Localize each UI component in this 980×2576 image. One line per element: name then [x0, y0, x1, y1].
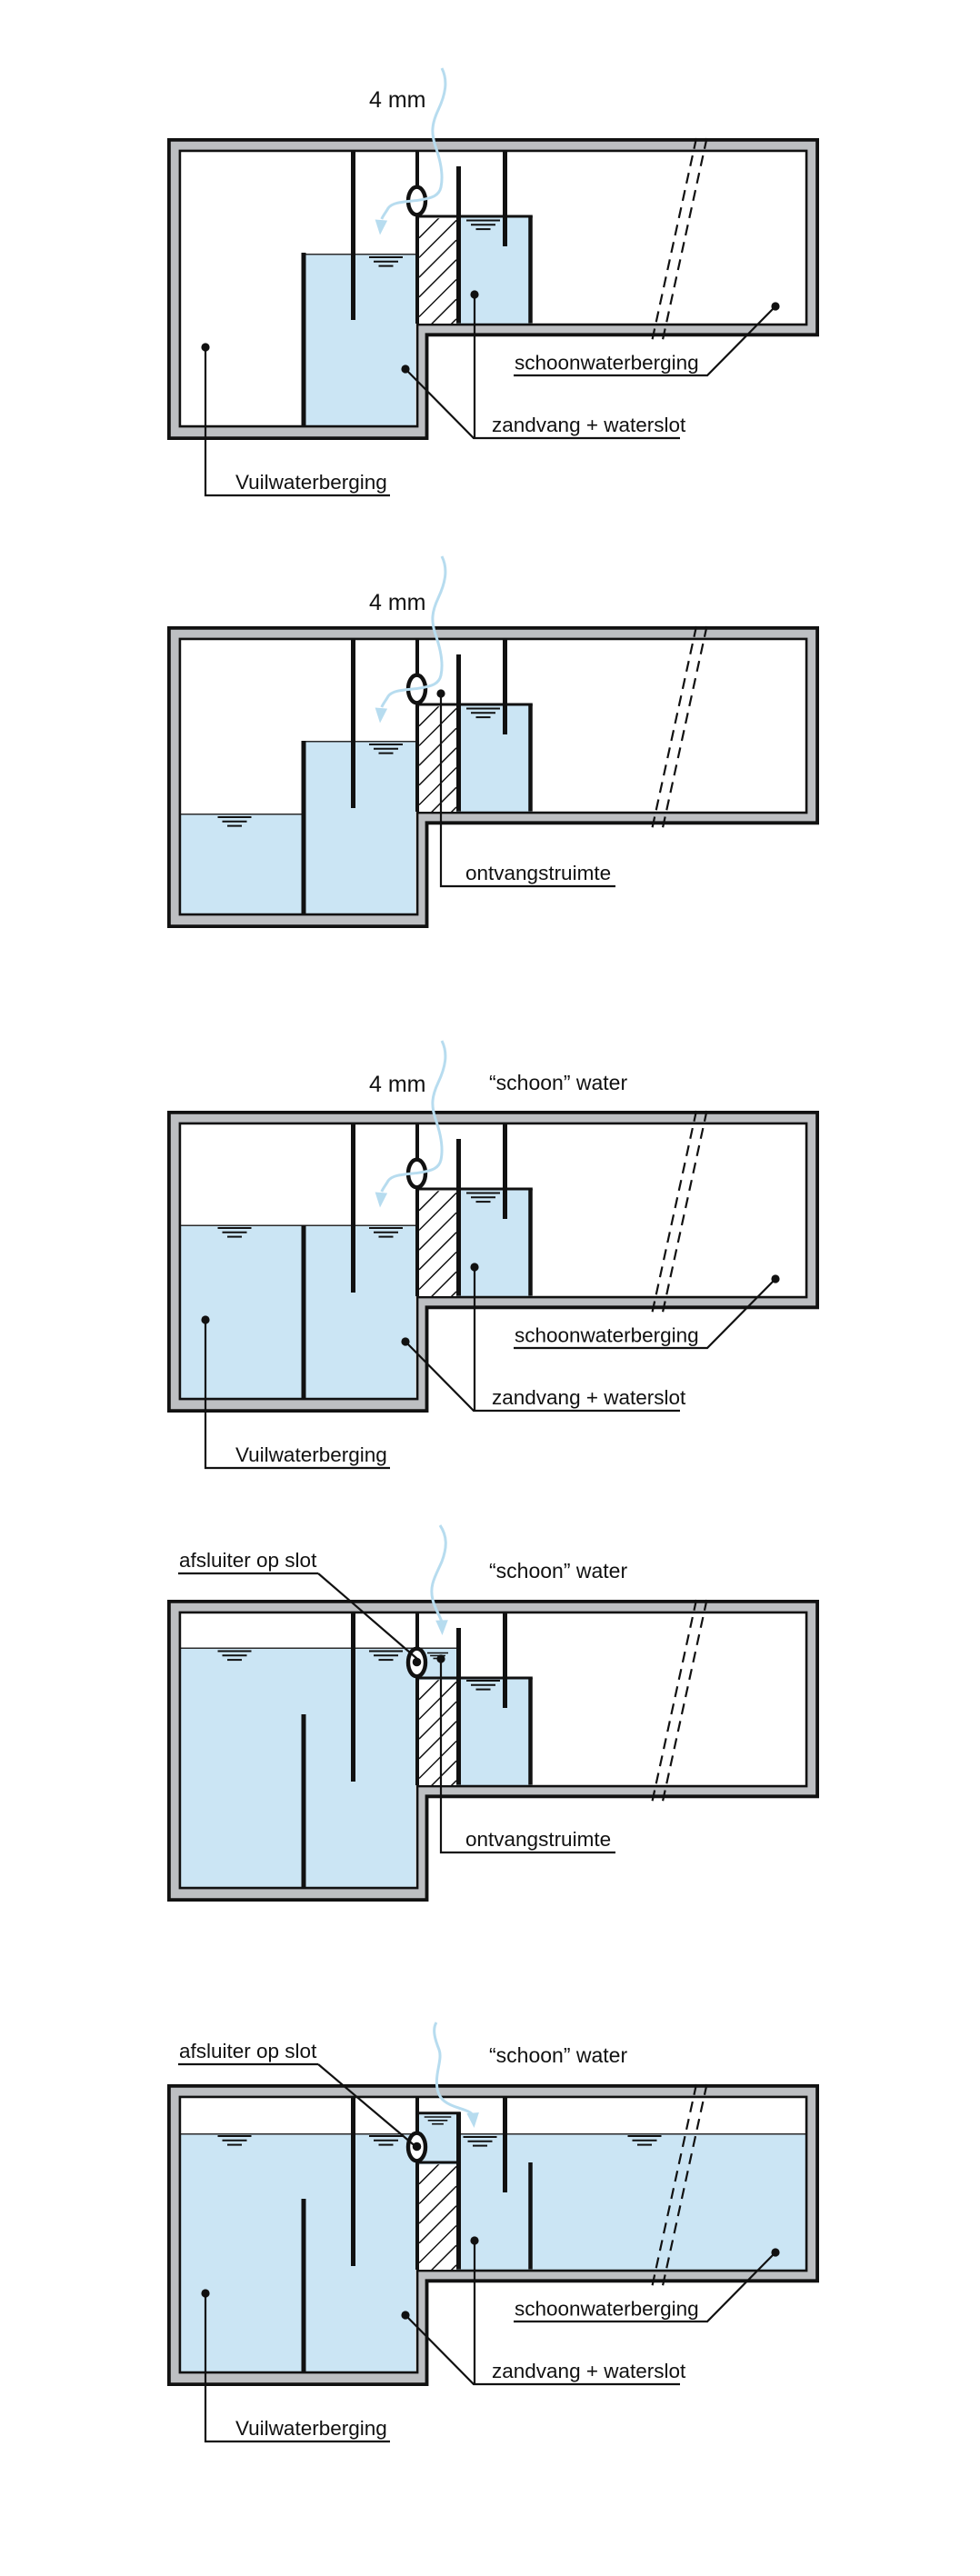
svg-text:4 mm: 4 mm [369, 1072, 426, 1097]
svg-text:afsluiter op slot: afsluiter op slot [179, 2040, 317, 2062]
svg-text:4 mm: 4 mm [369, 87, 426, 113]
svg-text:ontvangstruimte: ontvangstruimte [465, 862, 611, 884]
svg-text:“schoon” water: “schoon” water [489, 1071, 627, 1094]
svg-text:“schoon” water: “schoon” water [489, 2043, 627, 2067]
svg-text:Vuilwaterberging: Vuilwaterberging [235, 2417, 387, 2440]
svg-text:schoonwaterberging: schoonwaterberging [515, 1324, 699, 1347]
svg-text:schoonwaterberging: schoonwaterberging [515, 2298, 699, 2321]
svg-text:“schoon” water: “schoon” water [489, 1559, 627, 1583]
svg-text:zandvang + waterslot: zandvang + waterslot [492, 414, 686, 436]
svg-text:ontvangstruimte: ontvangstruimte [465, 1828, 611, 1851]
svg-text:zandvang + waterslot: zandvang + waterslot [492, 2360, 686, 2382]
svg-text:4 mm: 4 mm [369, 590, 426, 615]
svg-text:schoonwaterberging: schoonwaterberging [515, 352, 699, 374]
svg-text:Vuilwaterberging: Vuilwaterberging [235, 1443, 387, 1466]
svg-text:Vuilwaterberging: Vuilwaterberging [235, 471, 387, 494]
svg-text:zandvang + waterslot: zandvang + waterslot [492, 1386, 686, 1409]
svg-text:afsluiter op slot: afsluiter op slot [179, 1549, 317, 1572]
